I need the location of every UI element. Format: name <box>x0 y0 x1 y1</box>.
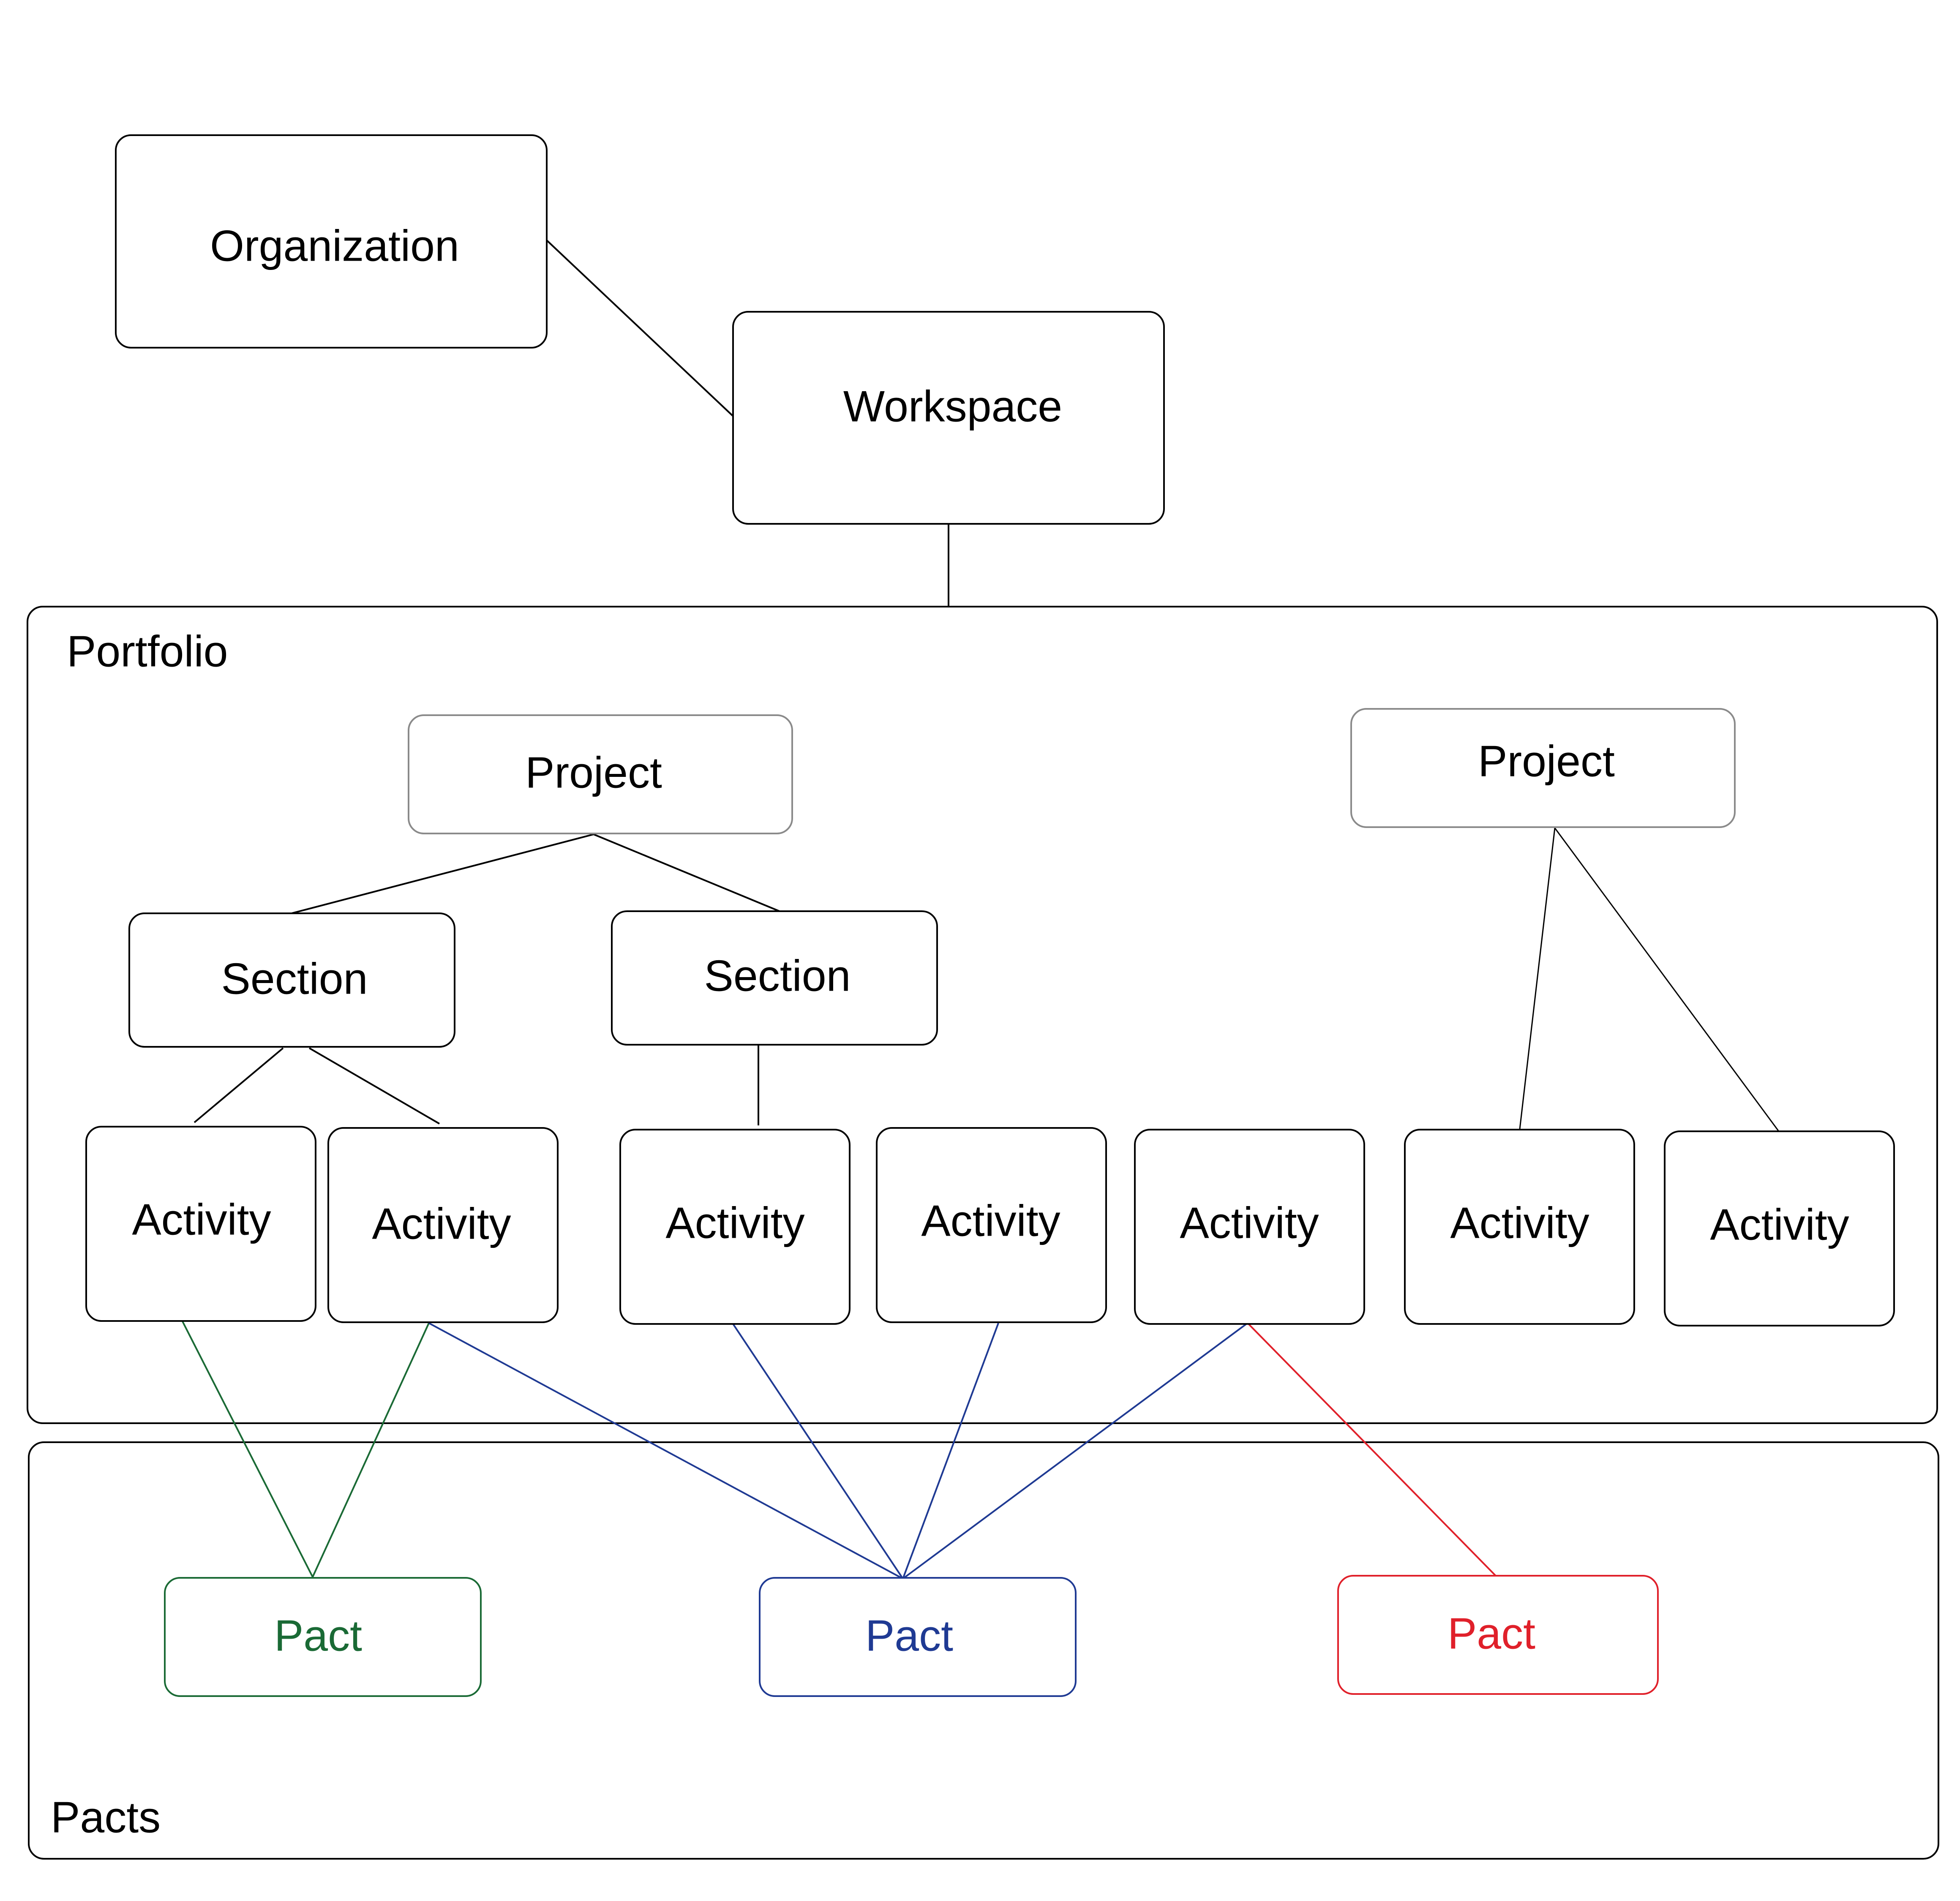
connector-section1-activity2 <box>308 1047 440 1125</box>
activity-1-label: Activity <box>132 1195 271 1244</box>
pacts-label: Pacts <box>51 1793 161 1842</box>
connector-activity5-pact-red <box>1248 1323 1497 1577</box>
activity-node-5: Activity <box>1134 1129 1365 1325</box>
project-2-label: Project <box>1478 737 1615 786</box>
activity-node-3: Activity <box>619 1129 851 1325</box>
workspace-label: Workspace <box>843 382 1062 431</box>
pact-node-blue: Pact <box>759 1577 1077 1697</box>
activity-node-2: Activity <box>327 1127 559 1323</box>
connector-activity3-pact-blue <box>732 1323 904 1580</box>
project-node-2: Project <box>1350 708 1736 828</box>
organization-node: Organization <box>115 134 548 349</box>
pacts-container <box>28 1441 1939 1860</box>
activity-node-7: Activity <box>1664 1130 1895 1326</box>
section-1-label: Section <box>221 954 368 1003</box>
portfolio-container <box>27 606 1938 1424</box>
pact-blue-label: Pact <box>865 1611 953 1660</box>
connector-project1-section2 <box>593 833 780 912</box>
red-pact-connectors <box>1248 1323 1497 1577</box>
connector-project2-activity7 <box>1554 828 1780 1132</box>
hierarchy-connectors <box>194 238 1780 1132</box>
workspace-node: Workspace <box>732 311 1165 525</box>
organization-label: Organization <box>210 221 459 270</box>
connector-activity2-pact-green <box>312 1323 430 1577</box>
pact-red-label: Pact <box>1448 1609 1535 1658</box>
section-node-1: Section <box>128 912 455 1048</box>
connector-organization-workspace <box>544 238 734 417</box>
connector-project1-section1 <box>291 833 594 914</box>
activity-node-1: Activity <box>85 1126 316 1322</box>
connector-activity5-pact-blue <box>902 1323 1247 1580</box>
activity-4-label: Activity <box>921 1196 1060 1245</box>
green-pact-connectors <box>182 1321 430 1577</box>
activity-2-label: Activity <box>372 1199 511 1248</box>
project-1-label: Project <box>525 748 662 797</box>
pact-node-green: Pact <box>164 1577 482 1697</box>
pact-green-label: Pact <box>274 1611 362 1660</box>
section-node-2: Section <box>611 910 938 1046</box>
activity-6-label: Activity <box>1450 1198 1589 1247</box>
connector-activity2-pact-blue <box>428 1322 903 1580</box>
activity-5-label: Activity <box>1180 1198 1319 1247</box>
connector-activity4-pact-blue <box>902 1323 999 1579</box>
connector-activity1-pact-green <box>182 1321 313 1577</box>
portfolio-label: Portfolio <box>67 627 228 676</box>
pact-node-red: Pact <box>1337 1575 1659 1695</box>
project-node-1: Project <box>408 714 793 834</box>
connector-section1-activity1 <box>194 1047 284 1123</box>
activity-node-4: Activity <box>876 1127 1107 1323</box>
blue-pact-connectors <box>428 1322 1247 1580</box>
section-2-label: Section <box>704 951 851 1000</box>
activity-3-label: Activity <box>665 1198 804 1247</box>
activity-7-label: Activity <box>1710 1200 1849 1249</box>
activity-node-6: Activity <box>1404 1129 1635 1325</box>
connector-project2-activity6 <box>1519 828 1556 1130</box>
